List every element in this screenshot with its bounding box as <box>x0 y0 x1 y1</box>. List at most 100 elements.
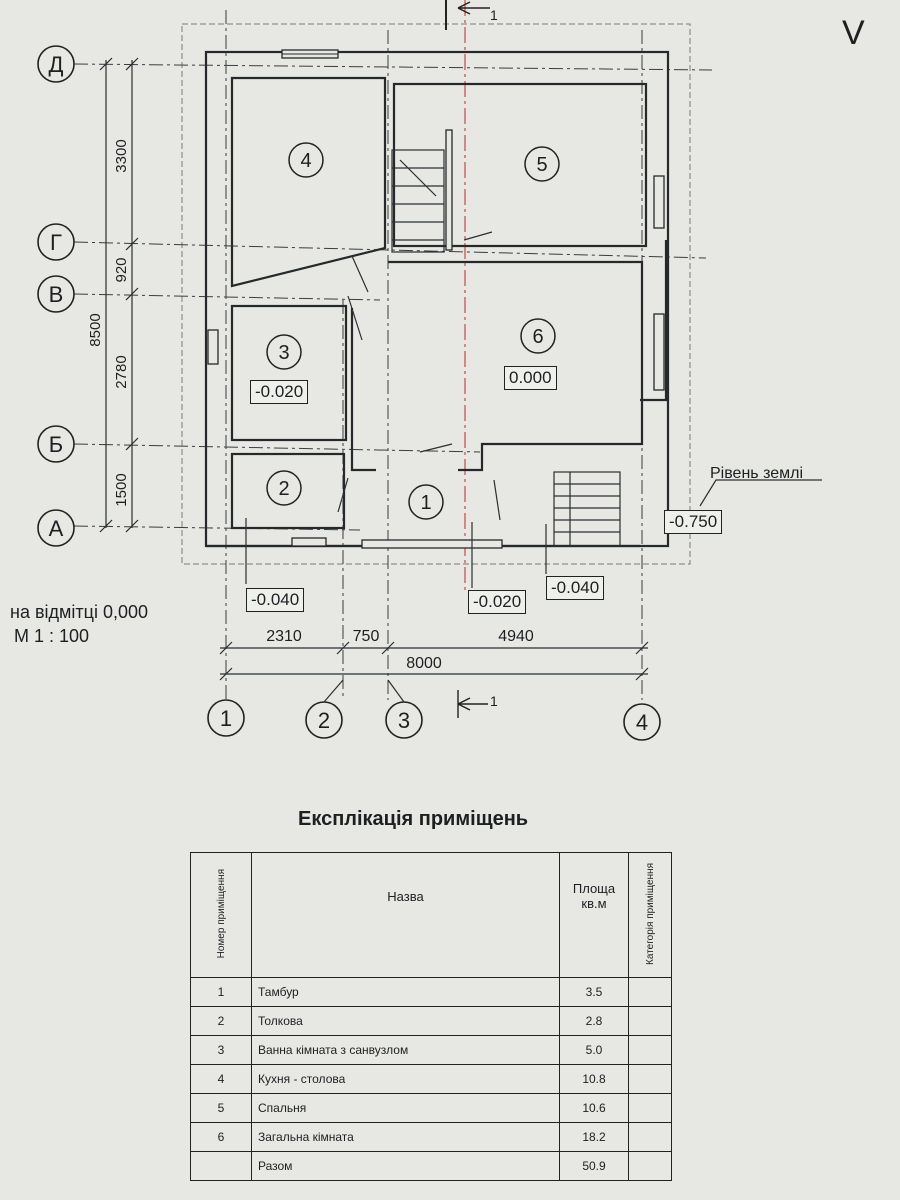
window-east-1 <box>653 175 665 229</box>
room-num-3: 3 <box>278 342 289 364</box>
total-name: Разом <box>251 1151 560 1181</box>
row-number: 6 <box>190 1122 252 1152</box>
table-row: 2 Толкова 2.8 <box>190 1006 672 1036</box>
stair-partition <box>445 129 453 251</box>
row-category <box>628 1093 672 1123</box>
axis-label-2: 2 <box>318 708 330 733</box>
plan-caption-scale: М 1 : 100 <box>14 626 90 646</box>
header-name: Назва <box>251 852 560 978</box>
table-row: 5 Спальня 10.6 <box>190 1093 672 1123</box>
header-number: Номер приміщення <box>190 852 252 978</box>
dim-vertical-4: 1500 <box>113 473 130 506</box>
doors <box>337 231 501 521</box>
axis-bubble-1 <box>207 699 245 737</box>
axis-label-d: Д <box>49 52 64 77</box>
dim-total-horizontal: 8000 <box>406 655 442 672</box>
total-category <box>628 1151 672 1181</box>
corner-check-mark: V <box>842 14 865 52</box>
row-number: 4 <box>190 1064 252 1094</box>
row-name: Толкова <box>251 1006 560 1036</box>
axis-line-d <box>73 63 713 71</box>
row-name: Загальна кімната <box>251 1122 560 1152</box>
row-number: 2 <box>190 1006 252 1036</box>
window-west <box>207 329 219 365</box>
dim-horizontal-3: 4940 <box>498 628 534 645</box>
room-bubble-1 <box>408 484 444 520</box>
axis-bubbles-cols: 1 2 3 4 <box>207 679 661 741</box>
section-mark-top: 1 <box>490 7 498 23</box>
row-name: Спальня <box>251 1093 560 1123</box>
axis-label-b: Б <box>49 432 63 457</box>
room-5-walls <box>392 82 648 248</box>
total-area: 50.9 <box>559 1151 629 1181</box>
room-num-1: 1 <box>420 492 431 514</box>
section-mark-bottom: 1 <box>490 693 498 709</box>
dim-vertical-2: 920 <box>113 257 130 282</box>
room-num-2: 2 <box>278 478 289 500</box>
room-num-5: 5 <box>536 154 547 176</box>
dim-horizontal-1: 2310 <box>266 628 302 645</box>
east-wall-step <box>640 240 668 402</box>
room-bubble-4 <box>288 142 324 178</box>
row-name: Тамбур <box>251 977 560 1007</box>
explication-title: Експлікація приміщень <box>298 808 529 830</box>
room-bubbles: 1 2 3 4 5 6 <box>266 142 560 520</box>
room-bubble-2 <box>266 470 302 506</box>
entry-steps <box>553 471 621 547</box>
axis-label-v: В <box>49 282 64 307</box>
floor-plan: Д Г В Б А 1 2 3 4 1 2 3 4 5 6 8500 3300 … <box>37 0 865 741</box>
axis-label-4: 4 <box>636 710 648 735</box>
row-number: 1 <box>190 977 252 1007</box>
window-east-2 <box>653 313 665 391</box>
axis-line-g <box>73 241 707 259</box>
room-bubble-3 <box>266 334 302 370</box>
ground-level-label: Рівень землі <box>710 465 803 482</box>
level-mark-room-3: -0.020 <box>250 380 309 404</box>
room-3-walls <box>230 304 348 442</box>
room-bubble-6 <box>520 318 556 354</box>
axis-bubble-g <box>37 223 75 261</box>
row-name: Ванна кімната з санвузлом <box>251 1035 560 1065</box>
dim-ticks-bottom <box>219 641 649 681</box>
section-arrow-top <box>457 1 490 15</box>
table-total-row: Разом 50.9 <box>190 1151 672 1181</box>
row-name: Кухня - столова <box>251 1064 560 1094</box>
table-header-row: Номер приміщення Назва Площа кв.м Катего… <box>190 852 672 978</box>
axis-bubble-v <box>37 275 75 313</box>
dim-horizontal-2: 750 <box>353 628 380 645</box>
axis-label-1: 1 <box>220 706 232 731</box>
level-mark-ground: -0.750 <box>664 510 723 534</box>
table-row: 4 Кухня - столова 10.8 <box>190 1064 672 1094</box>
room-num-6: 6 <box>532 326 543 348</box>
axis-label-a: А <box>49 516 64 541</box>
dim-vertical-3: 2780 <box>113 355 130 388</box>
axis-line-v <box>73 293 381 301</box>
axis-bubble-d <box>37 45 75 83</box>
row-category <box>628 1122 672 1152</box>
level-mark-room-6: 0.000 <box>504 366 557 390</box>
explication-table: Номер приміщення Назва Площа кв.м Катего… <box>190 852 672 1181</box>
room-6-walls <box>350 260 644 472</box>
axis-line-a <box>73 525 361 531</box>
axis-bubble-4 <box>623 703 661 741</box>
row-number: 3 <box>190 1035 252 1065</box>
section-arrow-bottom <box>457 690 488 718</box>
row-area: 5.0 <box>559 1035 629 1065</box>
row-area: 2.8 <box>559 1006 629 1036</box>
window-south-1 <box>291 537 327 547</box>
axis-label-3: 3 <box>398 708 410 733</box>
axis-bubble-a <box>37 509 75 547</box>
table-row: 3 Ванна кімната з санвузлом 5.0 <box>190 1035 672 1065</box>
outer-contour <box>181 23 691 565</box>
table-row: 6 Загальна кімната 18.2 <box>190 1122 672 1152</box>
inner-stair <box>391 149 445 253</box>
window-south-2 <box>361 539 503 549</box>
row-area: 10.8 <box>559 1064 629 1094</box>
axis-bubbles-rows: Д Г В Б А <box>37 45 75 547</box>
dim-ticks-left <box>99 57 139 533</box>
axis-label-g: Г <box>50 230 62 255</box>
row-category <box>628 1006 672 1036</box>
row-area: 10.6 <box>559 1093 629 1123</box>
row-area: 18.2 <box>559 1122 629 1152</box>
